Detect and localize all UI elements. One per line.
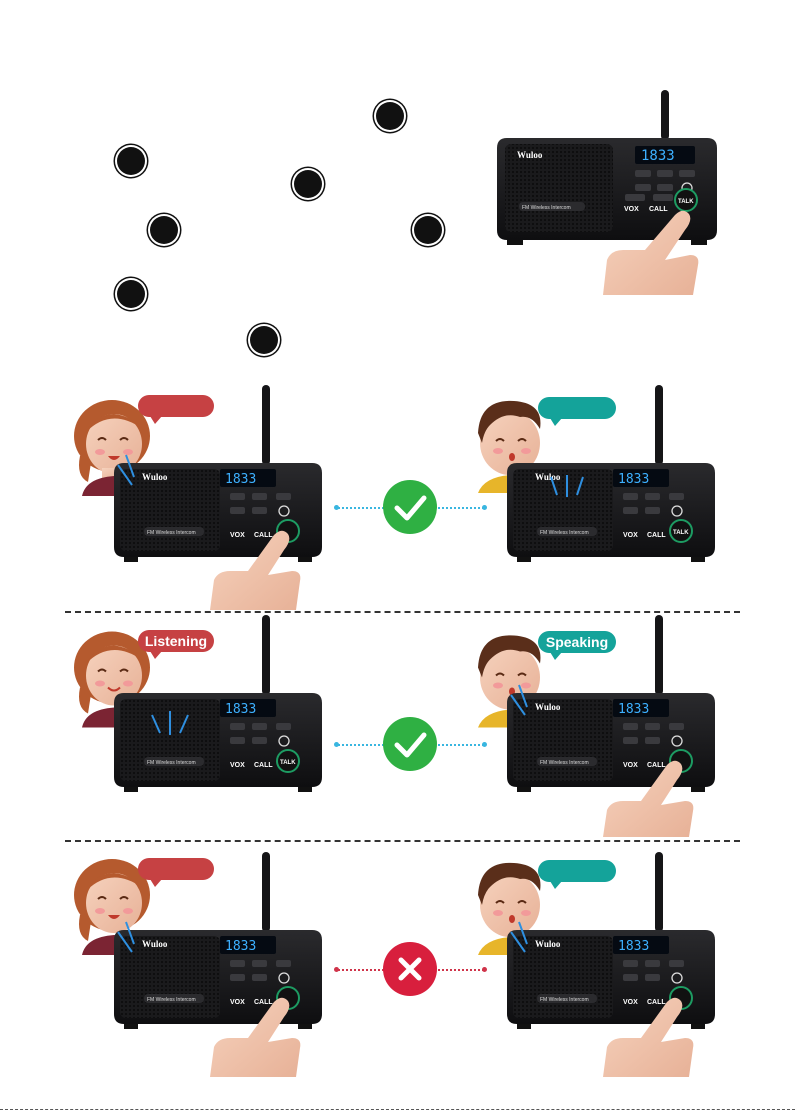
svg-text:1833: 1833 [618, 472, 649, 487]
power-icon [278, 505, 290, 517]
svg-text:Wuloo: Wuloo [535, 939, 561, 949]
finger-hand-image [210, 997, 301, 1077]
step-marker-2 [117, 147, 145, 175]
link-start-row3 [334, 967, 339, 972]
speaking-badge-row1 [538, 397, 616, 426]
svg-text:FM Wireless Intercom: FM Wireless Intercom [540, 530, 589, 536]
intercom-device-right-row3: Wuloo FM Wireless Intercom 1833 VOX CALL [507, 852, 715, 1077]
step-marker-6 [117, 280, 145, 308]
svg-text:VOX: VOX [230, 532, 245, 539]
speaking-badge-row2: Speaking [538, 631, 616, 660]
step-marker-1 [376, 102, 404, 130]
link-end-row1 [482, 505, 487, 510]
link-start-row2 [334, 742, 339, 747]
intercom-device-right-row1: Wuloo FM Wireless Intercom 1833 VOX CALL… [507, 385, 715, 562]
finger-hand-image [603, 210, 699, 295]
lcd-display: 1833 [641, 148, 675, 164]
listening-badge-row2: Listening [138, 630, 214, 659]
check-mark-icon [383, 480, 437, 534]
svg-text:TALK: TALK [678, 199, 694, 205]
svg-text:Wuloo: Wuloo [535, 702, 561, 712]
step-marker-5 [414, 216, 442, 244]
finger-hand-image [603, 997, 694, 1077]
svg-text:FM Wireless Intercom: FM Wireless Intercom [147, 760, 196, 766]
section-divider-2 [65, 840, 740, 842]
link-start-row1 [334, 505, 339, 510]
vox-label: VOX [624, 206, 639, 213]
intercom-device-right-row2: Wuloo FM Wireless Intercom 1833 VOX CALL [507, 615, 715, 837]
svg-text:1833: 1833 [618, 939, 649, 954]
link-end-row2 [482, 742, 487, 747]
svg-text:TALK: TALK [280, 760, 296, 766]
svg-text:1833: 1833 [225, 472, 256, 487]
svg-text:CALL: CALL [254, 999, 273, 1006]
step-marker-3 [294, 170, 322, 198]
svg-text:Wuloo: Wuloo [142, 939, 168, 949]
intercom-device-top: Wuloo FM Wireless Intercom 1833 VOX CALL… [497, 90, 717, 295]
finger-hand-image [210, 530, 301, 610]
cross-mark-icon [383, 942, 437, 996]
intercom-device-left-row2: FM Wireless Intercom 1833 VOX CALL TALK [114, 615, 322, 792]
listening-badge-row1 [138, 395, 214, 424]
svg-text:1833: 1833 [225, 702, 256, 717]
svg-text:Wuloo: Wuloo [142, 472, 168, 482]
link-end-row3 [482, 967, 487, 972]
talk-button [674, 188, 698, 212]
step-marker-7 [250, 326, 278, 354]
svg-text:Wuloo: Wuloo [535, 472, 561, 482]
model-label: FM Wireless Intercom [522, 205, 571, 211]
finger-hand-image [603, 760, 694, 837]
svg-text:1833: 1833 [618, 702, 649, 717]
call-label: CALL [649, 206, 668, 213]
listening-badge-row3 [138, 858, 214, 887]
svg-text:TALK: TALK [673, 530, 689, 536]
woman-avatar-row3 [74, 859, 150, 955]
svg-text:VOX: VOX [623, 999, 638, 1006]
svg-text:FM Wireless Intercom: FM Wireless Intercom [540, 760, 589, 766]
svg-text:FM Wireless Intercom: FM Wireless Intercom [540, 997, 589, 1003]
section-divider-1 [65, 611, 740, 613]
svg-text:VOX: VOX [623, 532, 638, 539]
svg-text:VOX: VOX [230, 999, 245, 1006]
intercom-device-left-row3: Wuloo FM Wireless Intercom 1833 VOX CALL [114, 852, 322, 1077]
intercom-device-left-row1: Wuloo FM Wireless Intercom 1833 VOX CALL [114, 385, 322, 610]
svg-text:CALL: CALL [647, 532, 666, 539]
svg-text:CALL: CALL [254, 532, 273, 539]
svg-text:CALL: CALL [647, 999, 666, 1006]
step-marker-4 [150, 216, 178, 244]
svg-text:1833: 1833 [225, 939, 256, 954]
svg-text:CALL: CALL [647, 762, 666, 769]
brand-logo: Wuloo [517, 150, 543, 160]
speaking-badge-row3 [538, 860, 616, 889]
check-mark-icon [383, 717, 437, 771]
svg-text:FM Wireless Intercom: FM Wireless Intercom [147, 997, 196, 1003]
svg-text:CALL: CALL [254, 762, 273, 769]
svg-text:VOX: VOX [623, 762, 638, 769]
svg-text:VOX: VOX [230, 762, 245, 769]
svg-text:FM Wireless Intercom: FM Wireless Intercom [147, 530, 196, 536]
